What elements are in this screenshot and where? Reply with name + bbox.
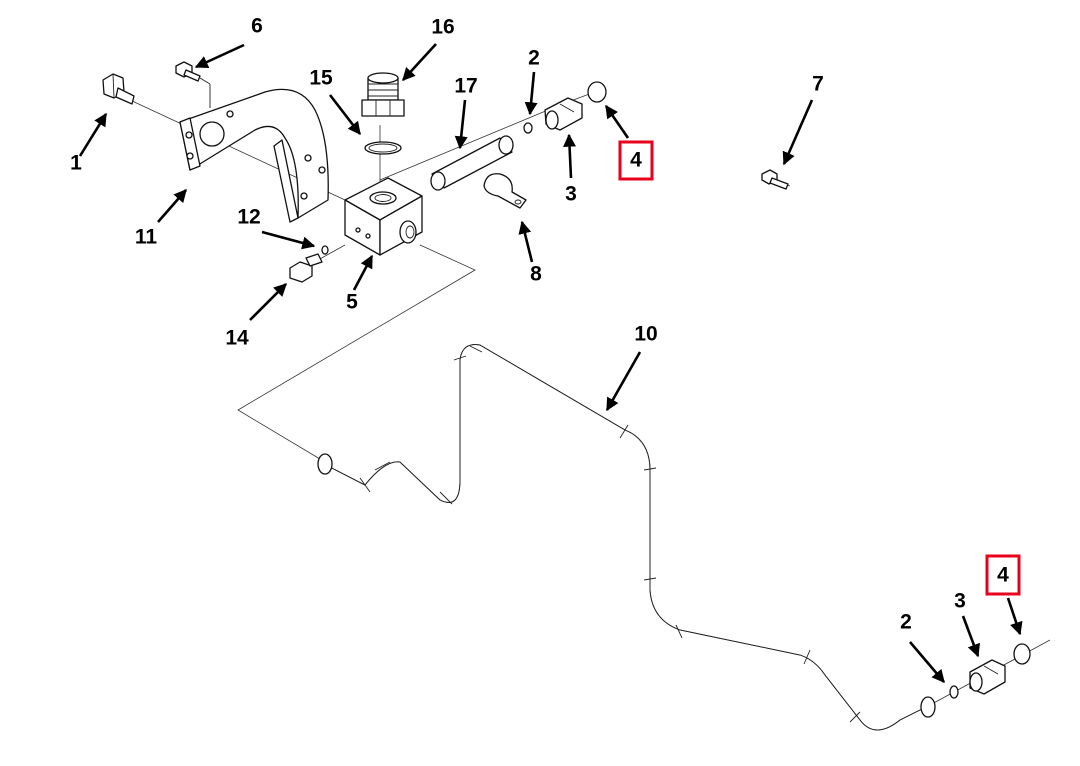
callout-7[interactable]: 7: [812, 73, 824, 96]
callout-1[interactable]: 1: [70, 152, 82, 175]
callout-6[interactable]: 6: [251, 15, 263, 38]
callout-4-top[interactable]: 4: [630, 149, 642, 172]
bolt-part-1: [102, 73, 135, 105]
screw-part-6: [175, 61, 211, 108]
callout-4-top-highlight: [618, 140, 654, 181]
fitting-part-16: [361, 72, 405, 117]
callout-17[interactable]: 17: [454, 75, 477, 98]
clamp-part-8: [483, 173, 527, 209]
callout-16[interactable]: 16: [431, 16, 454, 39]
assembly-leader-lines: [129, 89, 1051, 706]
callout-labels: 1 6 16 15 17 2 3 4 7 11 12 5 8 14 10 2 3…: [70, 15, 1021, 634]
adapter-part-3-bottom: [969, 659, 1006, 695]
callout-4-bottom-highlight: [985, 554, 1021, 596]
tube-part-17: [430, 135, 514, 191]
oring-part-12: [321, 245, 329, 255]
bracket-part-11: [179, 88, 329, 223]
oring-part-2-bottom: [949, 685, 959, 699]
callout-2-bottom[interactable]: 2: [900, 611, 912, 634]
adapter-part-3-top: [544, 97, 583, 131]
oring-part-15: [364, 141, 402, 155]
callout-11[interactable]: 11: [135, 226, 158, 249]
callout-arrows: [78, 43, 1023, 683]
callout-10[interactable]: 10: [634, 323, 657, 346]
screw-part-7: [761, 169, 789, 190]
callout-14[interactable]: 14: [225, 327, 249, 350]
manifold-block-part-5: [344, 177, 423, 256]
callout-8[interactable]: 8: [530, 263, 542, 286]
tube-part-10: [317, 344, 936, 731]
callout-12[interactable]: 12: [237, 206, 260, 229]
callout-5[interactable]: 5: [346, 291, 358, 314]
callout-15[interactable]: 15: [309, 67, 333, 90]
callout-2-top[interactable]: 2: [528, 47, 540, 70]
callout-4-bottom[interactable]: 4: [997, 564, 1009, 587]
callout-3-bottom[interactable]: 3: [954, 590, 966, 613]
cap-part-4-top: [587, 81, 607, 103]
oring-part-2-top: [523, 122, 533, 134]
cap-part-4-bottom: [1013, 643, 1031, 665]
plug-part-14: [289, 253, 323, 283]
callout-3-top[interactable]: 3: [565, 183, 577, 206]
